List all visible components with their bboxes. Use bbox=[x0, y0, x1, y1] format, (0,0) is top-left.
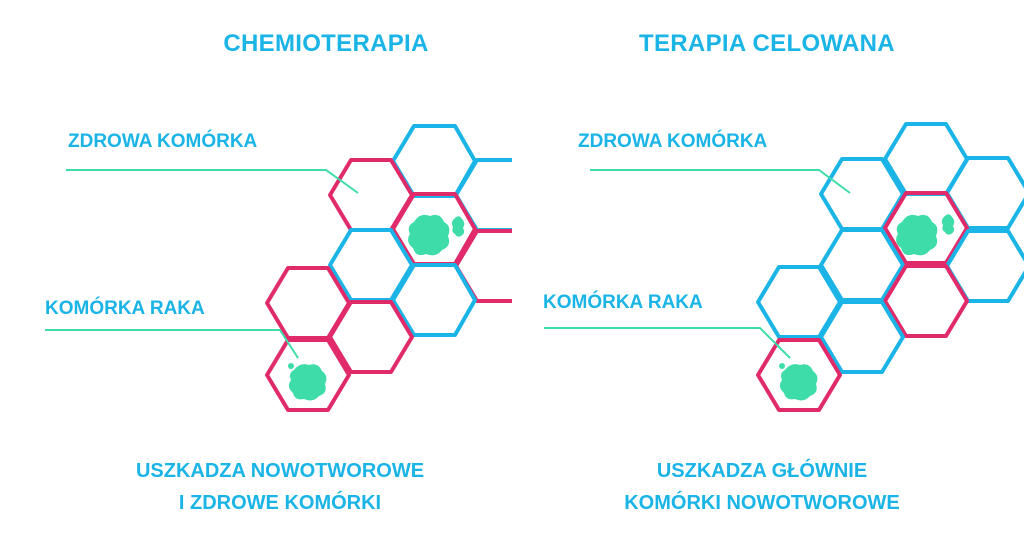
cancer-cell-blob bbox=[288, 364, 327, 401]
chemotherapy-diagram bbox=[45, 124, 512, 412]
cancer-leader-line bbox=[544, 327, 791, 359]
cancer-cell-blob bbox=[451, 216, 465, 237]
healthy-cell-hex bbox=[819, 300, 905, 374]
healthy-cell-hex bbox=[391, 263, 477, 337]
cancer-cell-blob bbox=[941, 214, 955, 235]
targeted-therapy-panel: TERAPIA CELOWANA ZDROWA KOMÓRKA KOMÓRKA … bbox=[512, 0, 1024, 555]
cancer-cell-fragment bbox=[779, 363, 785, 369]
healthy-cell-hex bbox=[454, 158, 512, 232]
cancer-cell-blob bbox=[896, 214, 938, 256]
panel-caption: USZKADZA NOWOTWOROWE I ZDROWE KOMÓRKI bbox=[40, 455, 520, 519]
healthy-leader-line bbox=[590, 169, 851, 194]
cancer-cell-hex bbox=[883, 191, 969, 265]
cancer-leader-line bbox=[45, 329, 299, 359]
healthy-leader-line bbox=[66, 169, 359, 194]
cancer-cell-blob bbox=[408, 214, 450, 256]
panel-caption: USZKADZA GŁÓWNIE KOMÓRKI NOWOTWOROWE bbox=[542, 455, 982, 519]
cancer-cell-label: KOMÓRKA RAKA bbox=[45, 298, 205, 319]
panel-title: CHEMIOTERAPIA bbox=[223, 30, 429, 57]
caption-line-2: I ZDROWE KOMÓRKI bbox=[178, 492, 382, 514]
caption-line-1: USZKADZA NOWOTWOROWE bbox=[135, 460, 425, 482]
caption-line-1: USZKADZA GŁÓWNIE bbox=[656, 460, 868, 482]
chemotherapy-panel: CHEMIOTERAPIA ZDROWA KOMÓRKA KOMÓRKA bbox=[45, 30, 512, 514]
healthy-cell-label: ZDROWA KOMÓRKA bbox=[68, 131, 258, 152]
caption-line-2: KOMÓRKI NOWOTWOROWE bbox=[624, 492, 900, 514]
damaged-cell-hex bbox=[883, 264, 969, 338]
cancer-cell-hex bbox=[265, 338, 351, 412]
healthy-cell-label: ZDROWA KOMÓRKA bbox=[578, 131, 768, 152]
damaged-cell-hex bbox=[328, 300, 414, 374]
cancer-cell-blob bbox=[779, 364, 818, 401]
cancer-cell-label: KOMÓRKA RAKA bbox=[543, 292, 703, 313]
damaged-cell-hex bbox=[454, 229, 512, 303]
targeted-therapy-diagram bbox=[544, 122, 1024, 412]
cancer-cell-hex bbox=[756, 338, 842, 412]
cancer-cell-fragment bbox=[288, 363, 294, 369]
panel-title: TERAPIA CELOWANA bbox=[639, 30, 895, 57]
